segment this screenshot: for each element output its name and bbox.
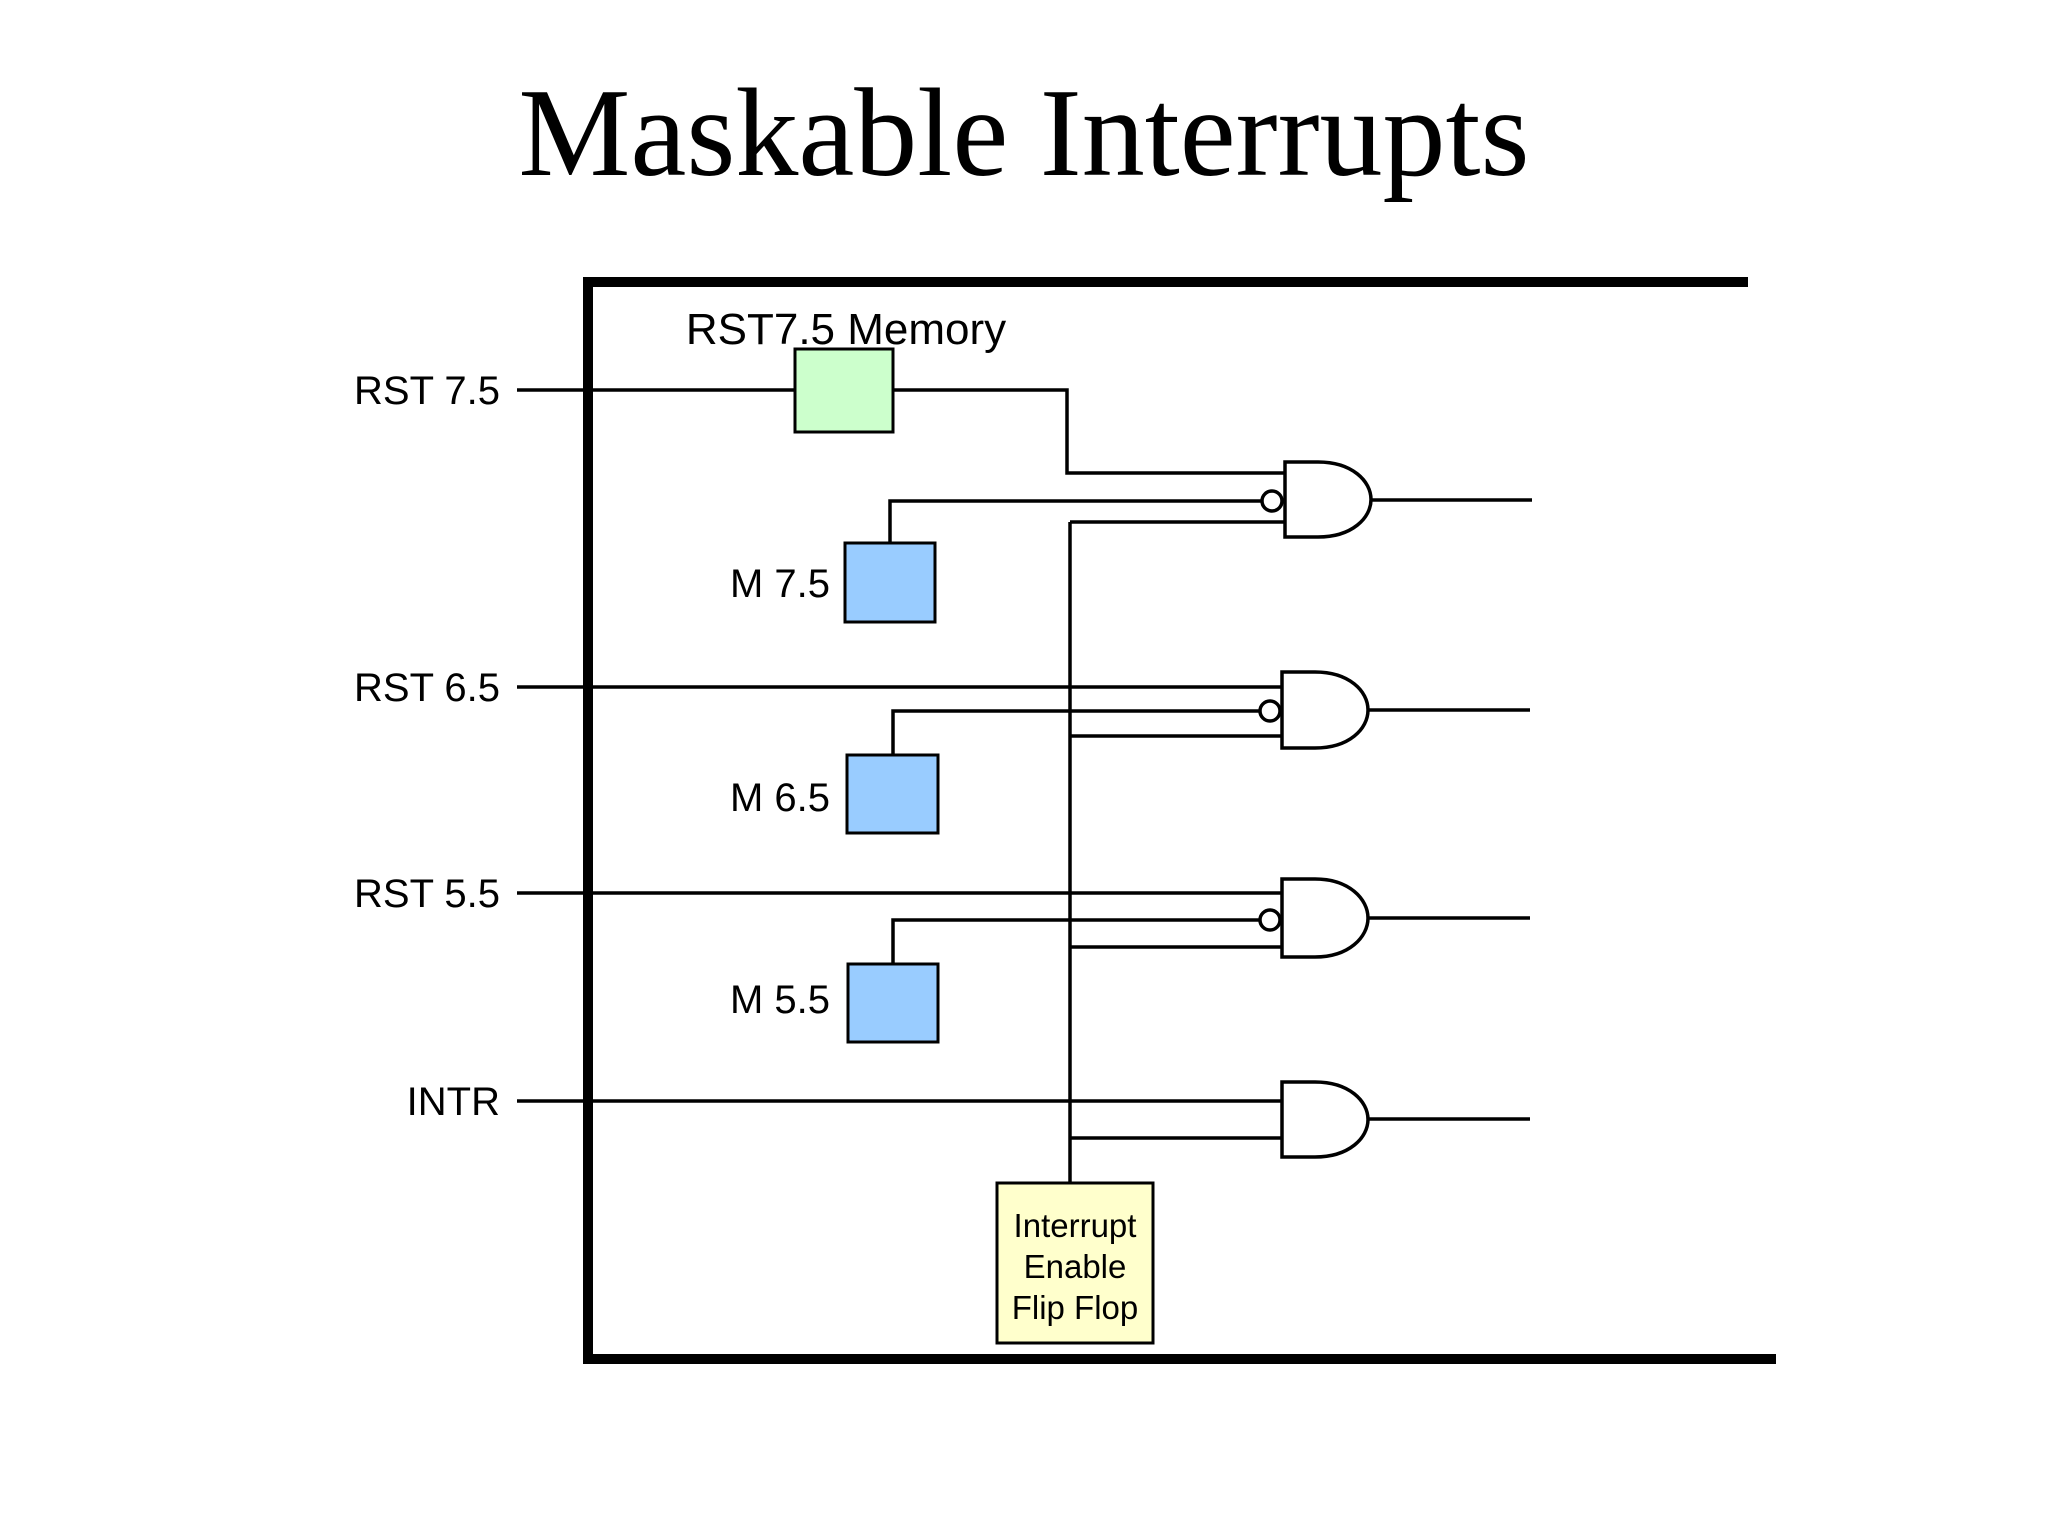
rst75-memory-label: RST7.5 Memory <box>686 305 1006 354</box>
diagram-frame-border <box>583 277 1776 1364</box>
ie-label-line3: Flip Flop <box>1012 1289 1139 1326</box>
and-gate-rst65 <box>1280 670 1370 750</box>
m55-wire <box>891 918 1260 964</box>
rst65-label: RST 6.5 <box>354 666 500 710</box>
m75-wire <box>888 499 1262 543</box>
slide-title: Maskable Interrupts <box>518 64 1530 203</box>
intr-label: INTR <box>407 1080 500 1124</box>
invert-bubble-rst75 <box>1260 489 1284 513</box>
invert-bubble-rst65 <box>1258 699 1282 723</box>
mask-box-m75 <box>843 541 937 624</box>
mask-box-m55 <box>846 962 940 1044</box>
invert-bubble-rst55 <box>1258 908 1282 932</box>
rst75-memory-box <box>793 347 895 434</box>
rst75-label: RST 7.5 <box>354 369 500 413</box>
and-gate-intr <box>1280 1080 1370 1159</box>
ie-label-line1: Interrupt <box>1014 1207 1137 1244</box>
m65-wire <box>891 709 1260 755</box>
rst55-label: RST 5.5 <box>354 872 500 916</box>
interrupt-enable-box <box>995 1181 1155 1345</box>
and-gate-rst75 <box>1283 460 1373 539</box>
m65-label: M 6.5 <box>730 776 830 820</box>
m75-label: M 7.5 <box>730 562 830 606</box>
m55-label: M 5.5 <box>730 978 830 1022</box>
rst75-wire-right <box>893 388 1285 475</box>
and-gate-rst55 <box>1280 877 1370 959</box>
mask-box-m65 <box>845 753 940 835</box>
ie-label-line2: Enable <box>1024 1248 1127 1285</box>
